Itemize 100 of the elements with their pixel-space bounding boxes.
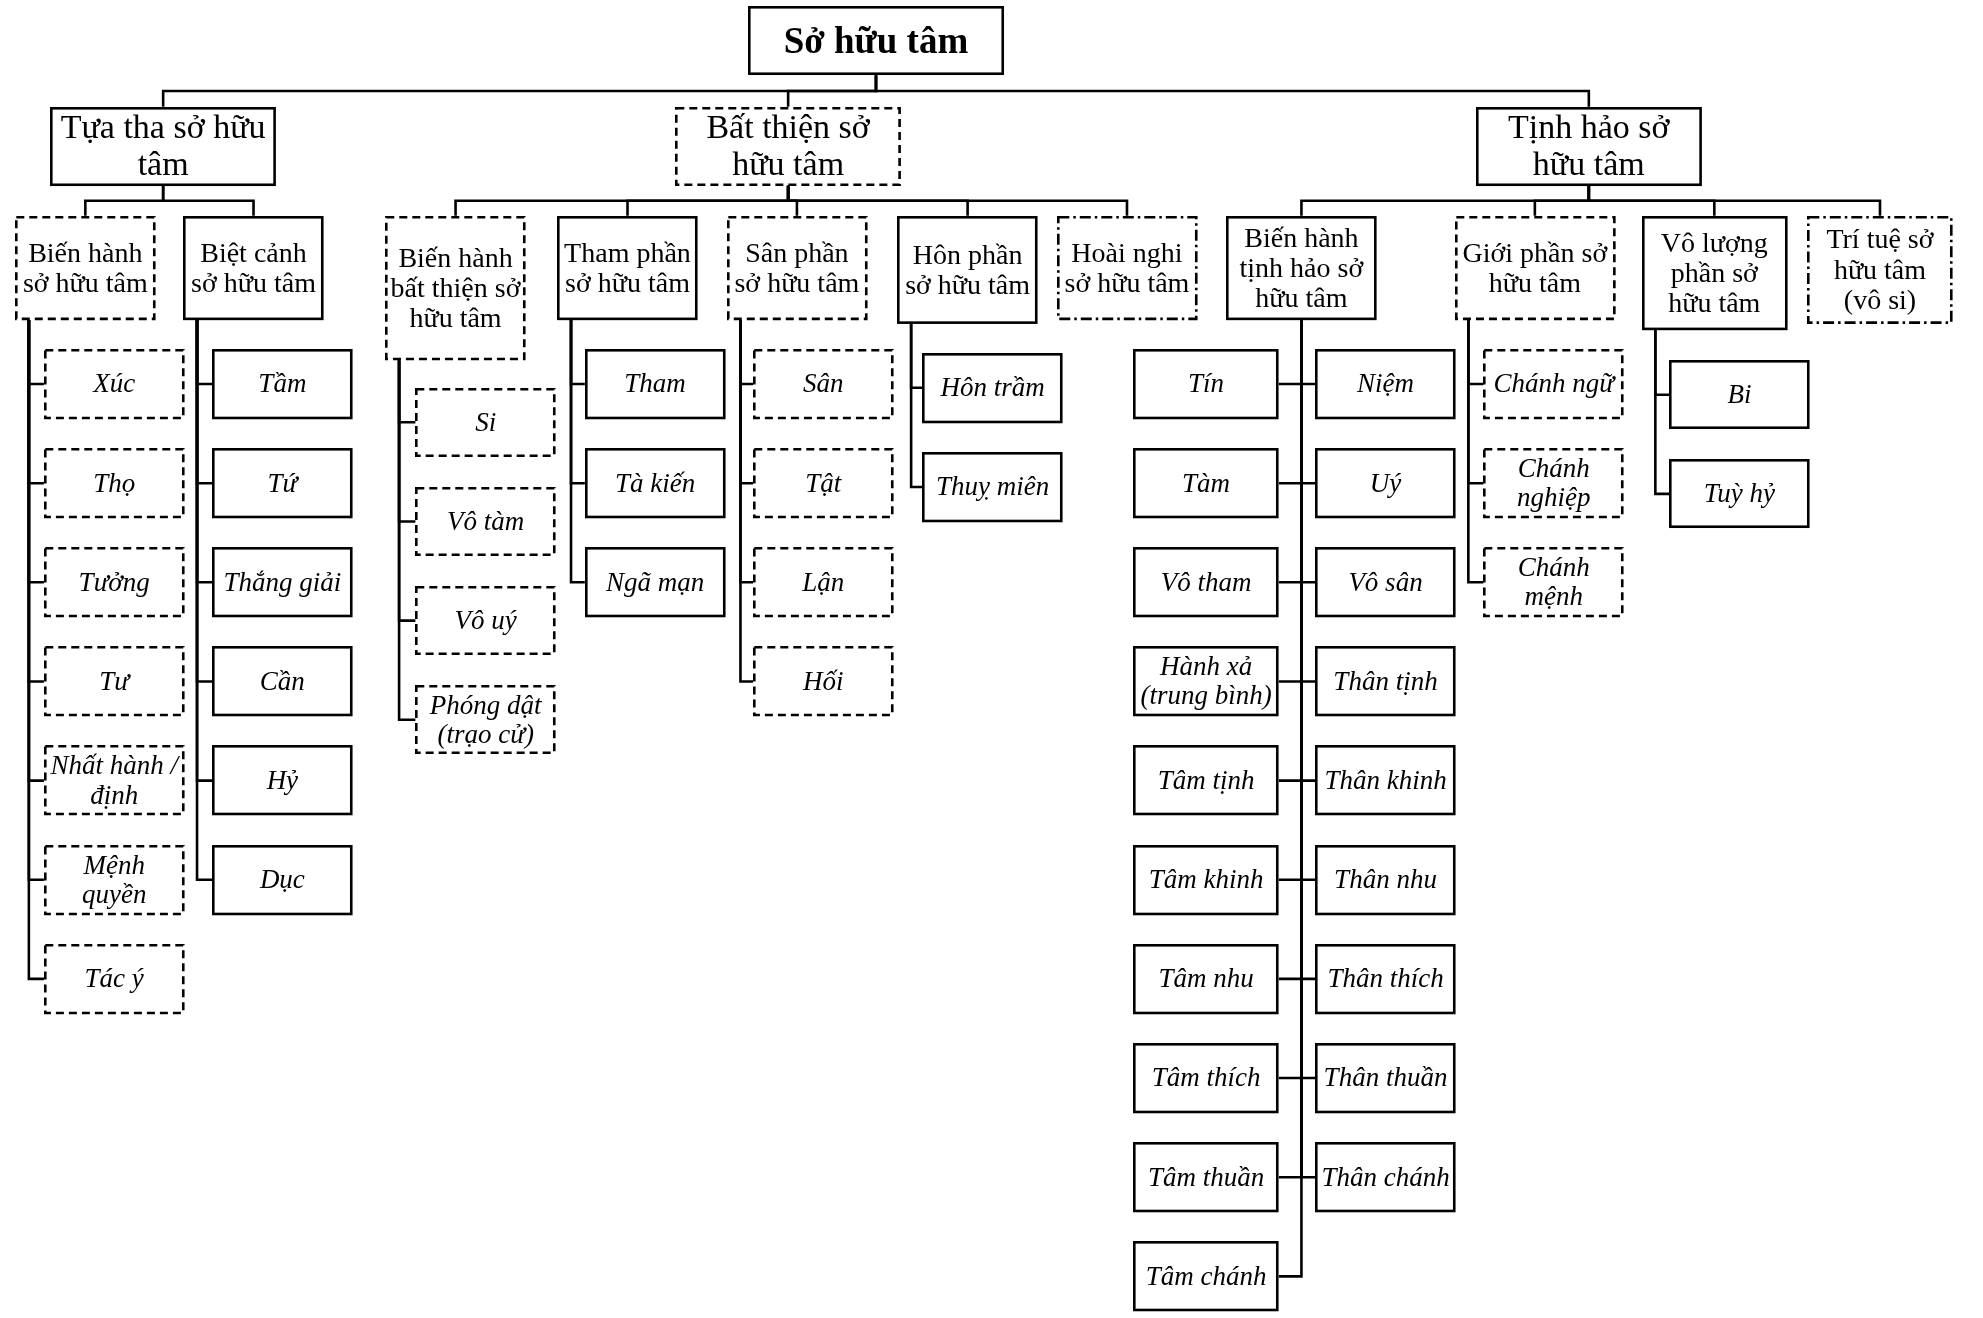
node-label: Tứ — [267, 468, 298, 498]
term-box — [1315, 646, 1456, 717]
node-label: Nhất hành / định — [49, 751, 180, 810]
node-label: Thân chánh — [1321, 1162, 1450, 1192]
term-box — [584, 547, 726, 618]
node-label: Biệt cảnh sở hữu tâm — [190, 237, 317, 299]
node-label: Si — [475, 407, 497, 437]
node-label: Tuỳ hỷ — [1703, 479, 1776, 509]
node-label: Lận — [802, 567, 845, 597]
category-box — [1226, 215, 1377, 320]
node-label: Hối — [803, 666, 844, 696]
term-box — [1133, 1241, 1279, 1312]
connector-line — [1654, 330, 1670, 496]
term-box — [43, 745, 185, 816]
term-box — [43, 943, 185, 1014]
term-box — [1133, 1142, 1279, 1213]
term-box — [1133, 547, 1279, 618]
category-box — [1454, 215, 1616, 320]
term-box — [1315, 448, 1456, 519]
term-box — [212, 646, 353, 717]
node-label: Ngã mạn — [605, 567, 705, 597]
category-box — [747, 6, 1004, 76]
term-box — [1133, 646, 1279, 717]
node-label: Tầm — [258, 369, 307, 399]
term-box — [922, 451, 1063, 523]
category-box — [50, 106, 277, 186]
term-box — [1133, 1042, 1279, 1114]
connector-line — [739, 320, 753, 683]
node-label: Vô sân — [1348, 567, 1423, 597]
title-text: Sở hữu tâm — [783, 20, 969, 61]
node-label: Thắng giải — [223, 567, 342, 597]
term-box — [753, 448, 894, 519]
connector-line — [569, 320, 585, 584]
node-label: Tâm nhu — [1158, 964, 1254, 994]
term-box — [43, 547, 185, 618]
category-box — [897, 215, 1038, 324]
node-label: Tưởng — [78, 567, 150, 597]
node-label: Bất thiện sở hữu tâm — [705, 109, 871, 183]
term-box — [415, 387, 556, 457]
category-box — [1807, 215, 1953, 324]
node-label: Tham — [624, 369, 686, 399]
connector-line — [786, 185, 1129, 216]
node-label: Sân — [803, 369, 844, 399]
connector-line — [909, 323, 923, 489]
connector-line — [874, 75, 1591, 107]
node-label: Tham phần sở hữu tâm — [563, 237, 692, 299]
term-box — [1483, 547, 1624, 618]
node-label: Cần — [259, 666, 305, 696]
category-box — [726, 215, 868, 320]
term-box — [1133, 745, 1279, 816]
node-label: Mệnh quyền — [80, 850, 148, 909]
term-box — [212, 547, 353, 618]
node-label: Hoài nghi sở hữu tâm — [1063, 237, 1191, 299]
term-box — [753, 547, 894, 618]
node-label: Hôn trầm — [940, 373, 1045, 403]
node-label: Bi — [1727, 380, 1752, 410]
node-label: Dục — [259, 865, 305, 895]
node-label: Thân nhu — [1334, 865, 1437, 895]
node-label: Tịnh hảo sở hữu tâm — [1507, 109, 1671, 183]
term-box — [1315, 943, 1456, 1014]
term-box — [1315, 348, 1456, 420]
node-label: Phóng dật (trạo cử) — [428, 690, 543, 749]
term-box — [43, 844, 185, 915]
term-box — [1133, 844, 1279, 915]
node-label: Uý — [1369, 468, 1402, 498]
node-label: Hôn phần sở hữu tâm — [904, 239, 1031, 301]
node-label: Tàm — [1182, 468, 1231, 498]
node-label: Vô tàm — [447, 506, 525, 536]
term-box — [1315, 547, 1456, 618]
node-label: Vô uý — [454, 606, 517, 636]
node-label: Biến hành bất thiện sở hữu tâm — [390, 242, 521, 334]
term-box — [584, 448, 726, 519]
node-label: Xúc — [93, 369, 136, 399]
connector-line — [195, 320, 213, 882]
term-box — [43, 348, 185, 420]
category-box — [1475, 106, 1702, 186]
term-box — [43, 646, 185, 717]
node-label: Tật — [805, 468, 842, 498]
node-label: Tâm chánh — [1145, 1261, 1267, 1291]
node-label: Thuỵ miên — [936, 472, 1050, 502]
term-box — [212, 745, 353, 816]
term-box — [212, 844, 353, 915]
term-box — [212, 448, 353, 519]
category-box — [1056, 215, 1198, 320]
node-label: Tâm thích — [1151, 1063, 1261, 1093]
node-label: Vô lượng phần sở hữu tâm — [1659, 227, 1769, 319]
term-box — [1315, 745, 1456, 816]
term-box — [1315, 844, 1456, 915]
term-box — [212, 348, 353, 420]
category-box — [675, 106, 902, 186]
node-label: Tâm tịnh — [1157, 766, 1255, 796]
connector-line — [1587, 185, 1882, 216]
term-box — [1669, 459, 1810, 529]
node-label: Vô tham — [1160, 567, 1252, 597]
node-label: Tín — [1188, 369, 1225, 399]
node-label: Sân phần sở hữu tâm — [733, 237, 861, 299]
node-label: Chánh nghiệp — [1515, 454, 1592, 513]
node-label: Trí tuệ sở hữu tâm (vô si) — [1825, 224, 1935, 316]
node-label: Thọ — [93, 468, 136, 498]
term-box — [922, 352, 1063, 423]
